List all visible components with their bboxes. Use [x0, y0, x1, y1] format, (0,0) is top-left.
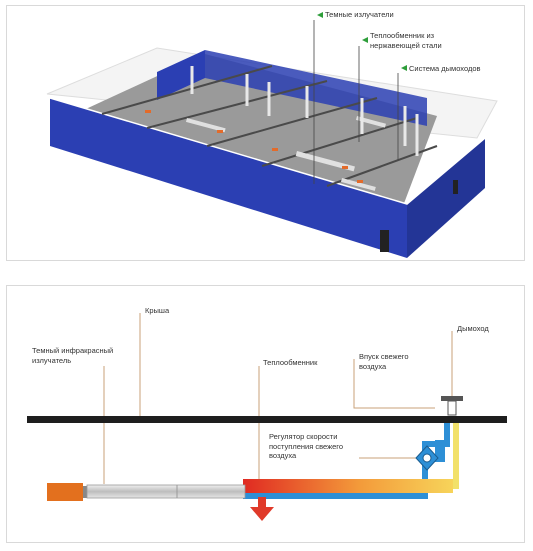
label-heat-exchanger: Теплообменник [263, 358, 318, 367]
heater-beam [206, 97, 378, 147]
front-wall [50, 98, 407, 258]
burner [47, 483, 83, 501]
warehouse-drawing [46, 12, 498, 258]
leader-fresh-air [353, 359, 435, 409]
warehouse-illustration-panel: Темные излучатели Теплообменник из нержа… [6, 5, 525, 261]
radiant-tube [86, 484, 246, 499]
label-heat-exchanger-steel: Теплообменник из нержавеющей стали [370, 31, 442, 50]
heater-section-drawing [27, 313, 507, 521]
tube-heater [185, 118, 226, 133]
heat-exchanger-body [243, 479, 453, 493]
fresh-air-duct [243, 423, 450, 499]
tube-heater [295, 151, 355, 172]
heater-beam [146, 80, 328, 129]
heater-section-panel: Крыша Темный инфракрасный излучатель Теп… [6, 285, 525, 543]
chimney-cap [441, 396, 463, 401]
label-roof: Крыша [145, 306, 170, 315]
marker-icon [317, 12, 323, 18]
back-wall-left [157, 50, 205, 100]
label-dark-heaters: Темные излучатели [325, 10, 394, 19]
valve-icon [422, 453, 432, 463]
side-door [453, 180, 458, 194]
roof-beam [27, 416, 507, 423]
label-dark-ir-heater: Темный инфракрасный излучатель [32, 346, 114, 365]
marker-icon [362, 37, 368, 43]
tube-heater [340, 177, 376, 191]
side-wall [407, 138, 485, 258]
exhaust-arrow-icon [250, 507, 274, 521]
door [380, 230, 389, 252]
marker-icon [401, 65, 407, 71]
heater-beam [101, 65, 273, 115]
label-fresh-air-inlet: Впуск свежего воздуха [359, 352, 409, 371]
label-air-speed-regulator: Регулятор скорости поступления свежего в… [269, 432, 344, 460]
heater-beam [261, 117, 418, 167]
label-chimney: Дымоход [457, 324, 489, 333]
label-flue-system: Система дымоходов [409, 64, 481, 73]
